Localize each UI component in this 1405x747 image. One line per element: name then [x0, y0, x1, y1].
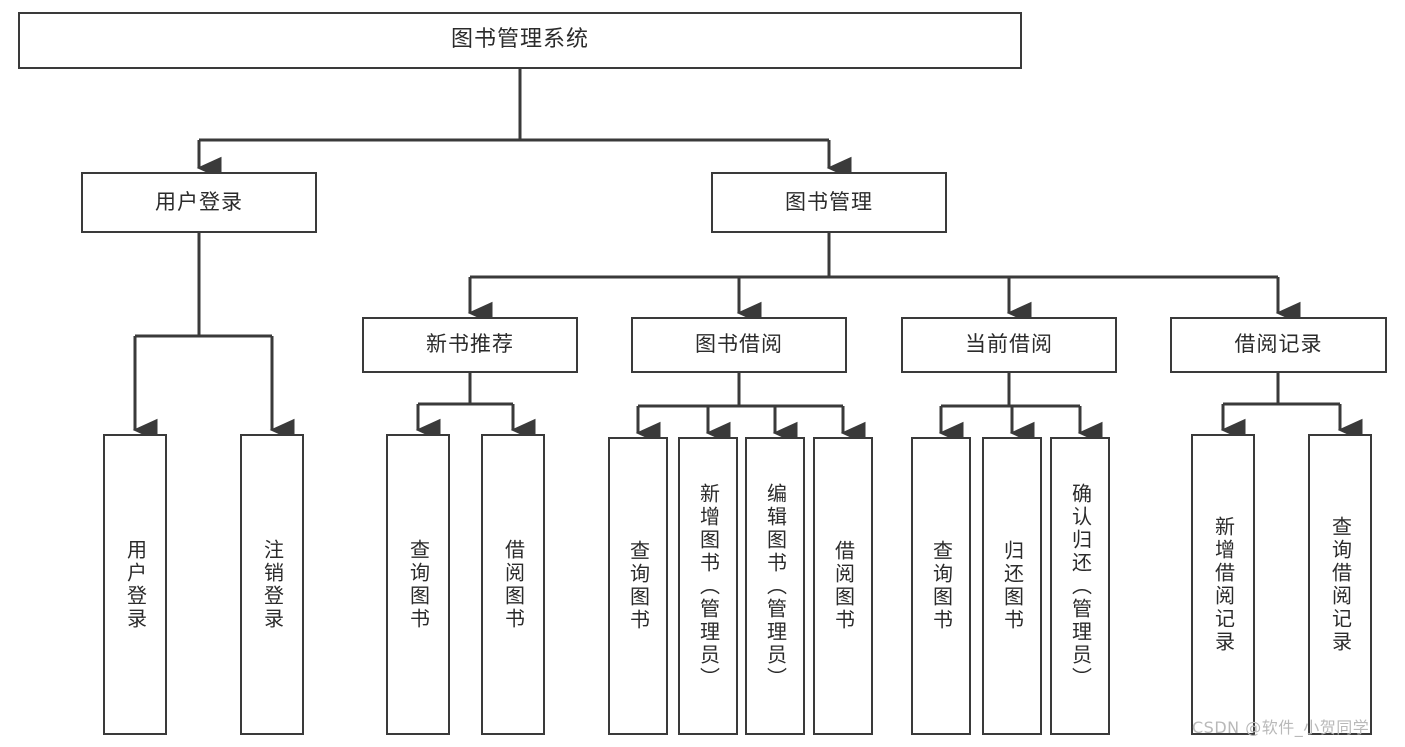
- node-leaf-borrow-book-2[interactable]: 借阅图书: [813, 437, 873, 735]
- node-leaf-user-login[interactable]: 用户登录: [103, 434, 167, 735]
- node-root[interactable]: 图书管理系统: [18, 12, 1022, 69]
- node-leaf-logout[interactable]: 注销登录: [240, 434, 304, 735]
- node-user-login[interactable]: 用户登录: [81, 172, 317, 233]
- node-borrow-record[interactable]: 借阅记录: [1170, 317, 1387, 373]
- node-book-manage[interactable]: 图书管理: [711, 172, 947, 233]
- node-leaf-return-book[interactable]: 归还图书: [982, 437, 1042, 735]
- node-leaf-borrow-book-1[interactable]: 借阅图书: [481, 434, 545, 735]
- csdn-watermark: CSDN @软件_小贺同学: [1192, 718, 1370, 737]
- node-leaf-confirm-return[interactable]: 确认归还（管理员）: [1050, 437, 1110, 735]
- node-leaf-add-record[interactable]: 新增借阅记录: [1191, 434, 1255, 735]
- node-current-borrow[interactable]: 当前借阅: [901, 317, 1117, 373]
- node-leaf-edit-book[interactable]: 编辑图书（管理员）: [745, 437, 805, 735]
- node-leaf-query-book-2[interactable]: 查询图书: [608, 437, 668, 735]
- node-leaf-query-record[interactable]: 查询借阅记录: [1308, 434, 1372, 735]
- node-book-borrow[interactable]: 图书借阅: [631, 317, 847, 373]
- node-leaf-query-book-1[interactable]: 查询图书: [386, 434, 450, 735]
- node-new-book-recommend[interactable]: 新书推荐: [362, 317, 578, 373]
- node-leaf-add-book[interactable]: 新增图书（管理员）: [678, 437, 738, 735]
- node-leaf-query-book-3[interactable]: 查询图书: [911, 437, 971, 735]
